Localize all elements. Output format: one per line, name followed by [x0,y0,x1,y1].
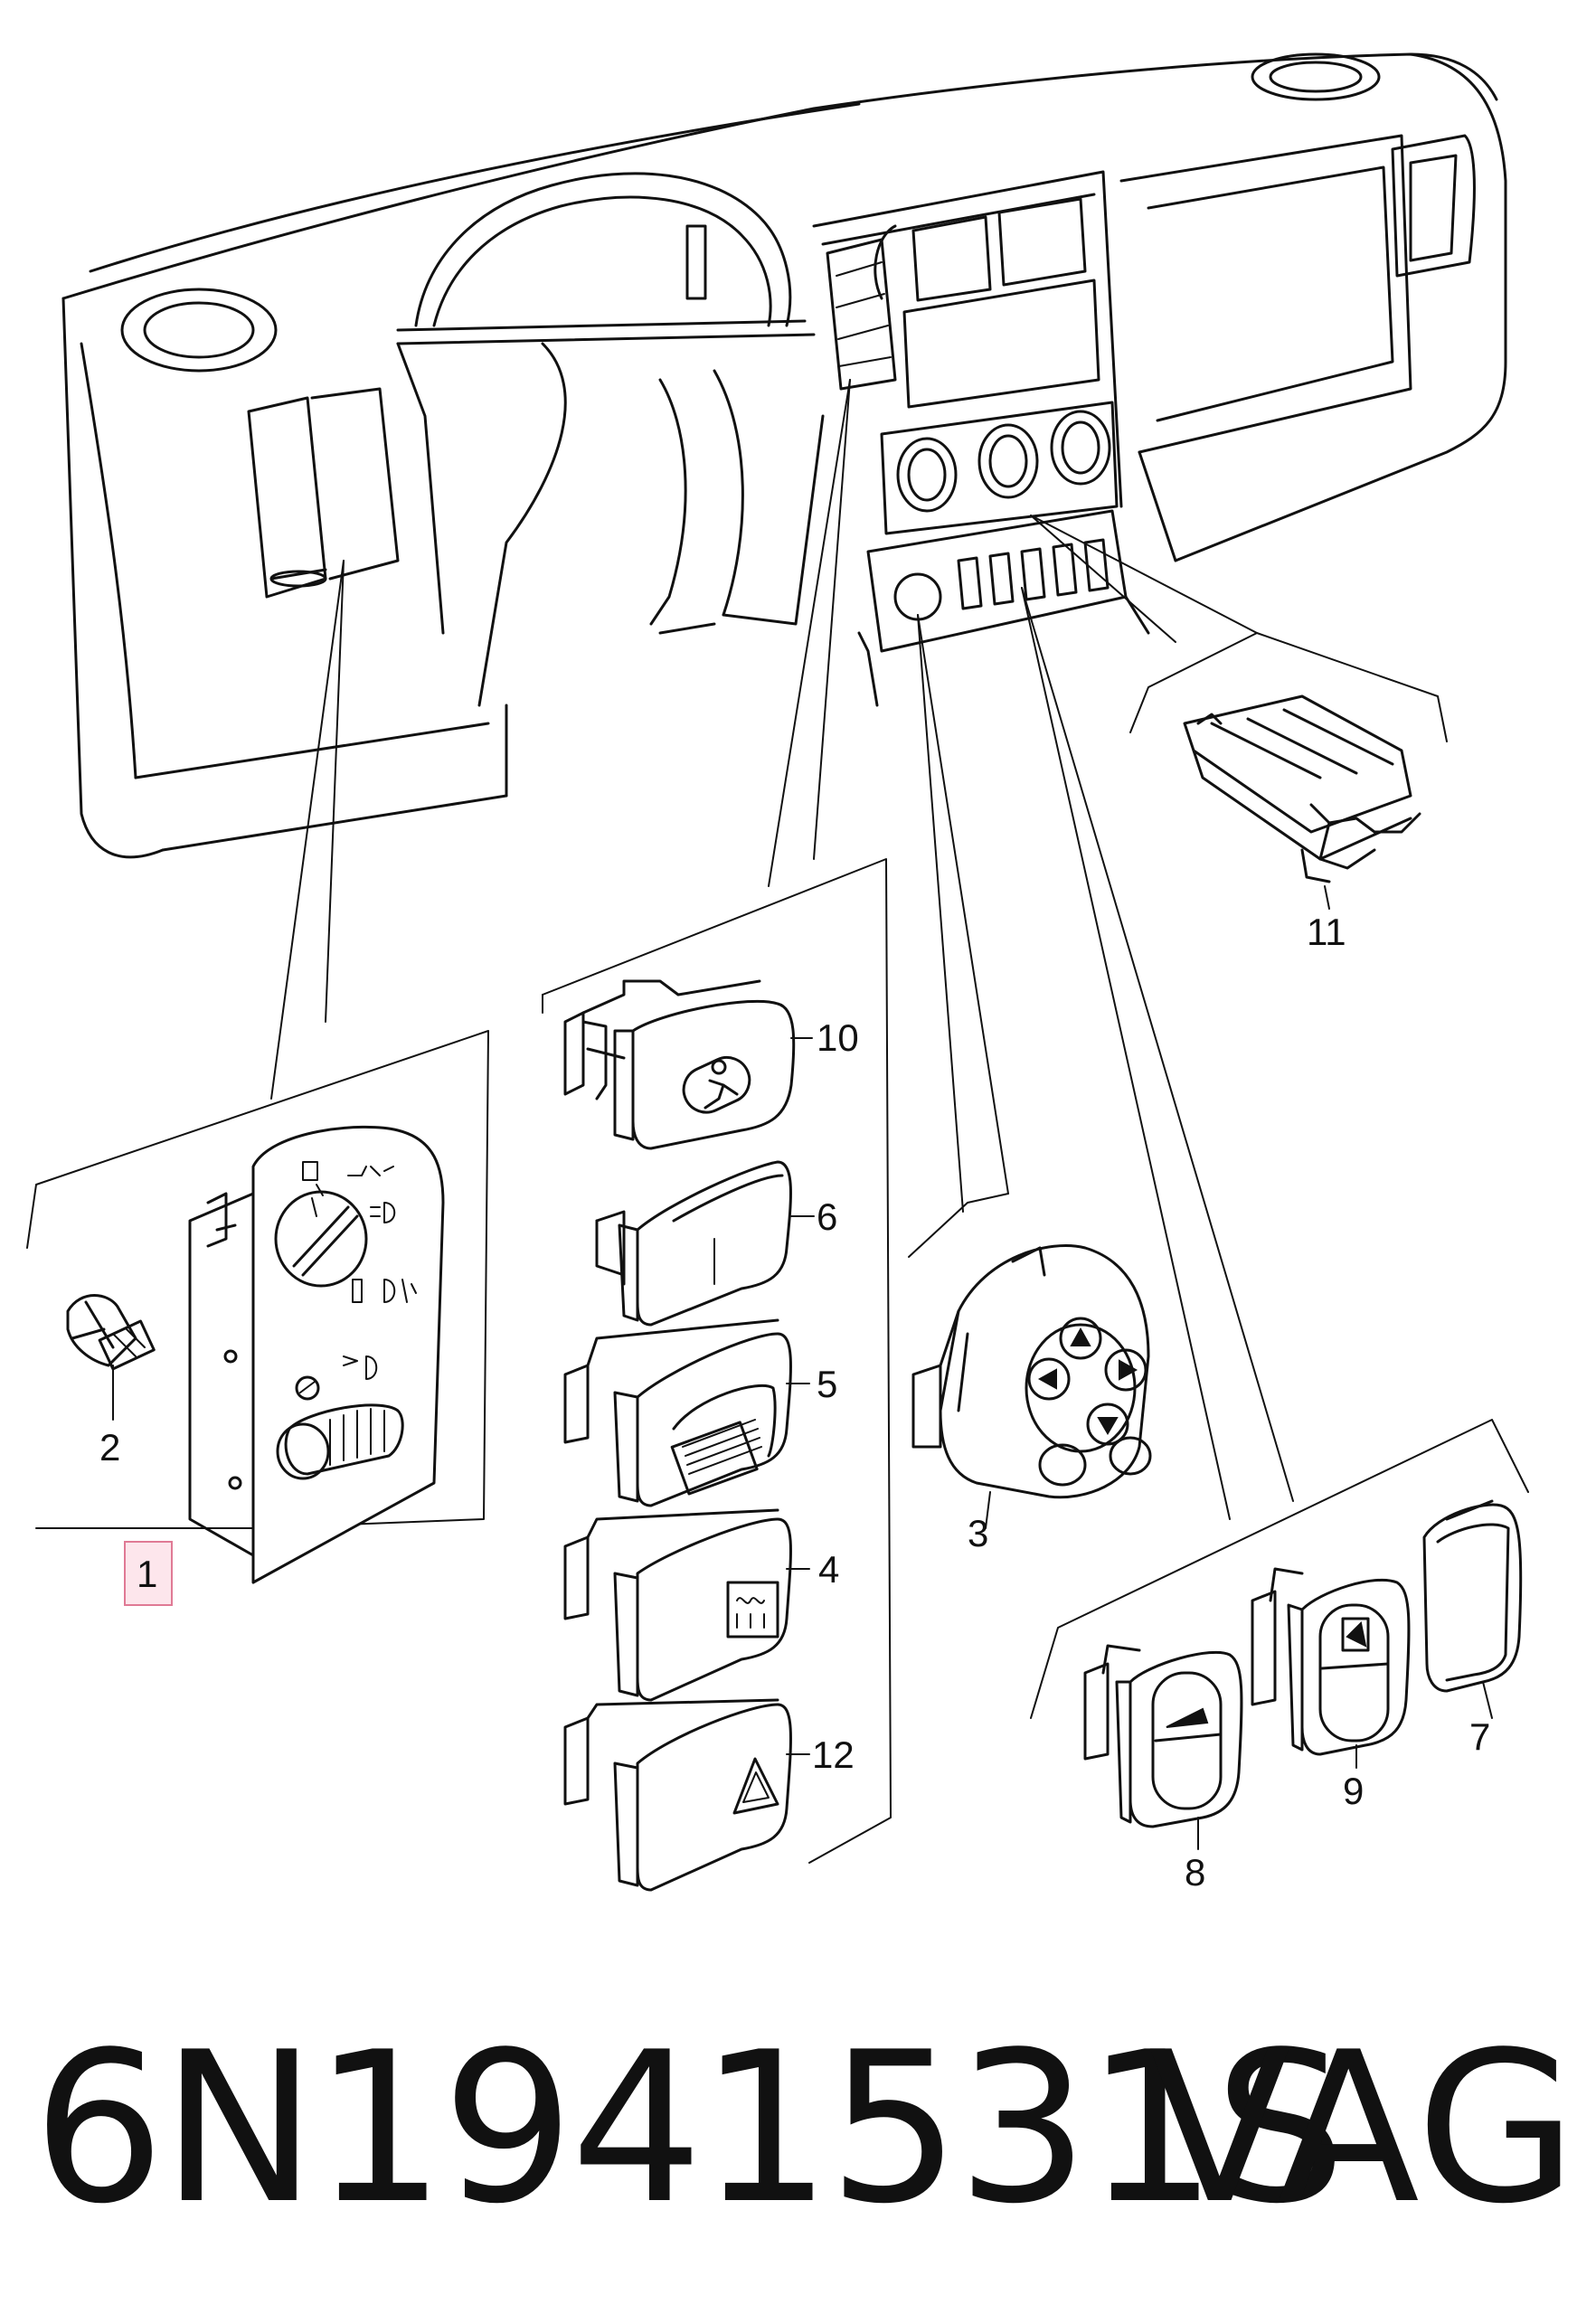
callout-5: 5 [817,1363,837,1405]
part-5-switch [563,1318,792,1507]
callout-8: 8 [1185,1851,1205,1894]
part-2-bulb [66,1294,156,1421]
part-1-headlight-switch [188,1125,445,1584]
callout-4: 4 [818,1548,839,1591]
callout-1-highlight [124,1541,173,1606]
part-7-blank-cover [1422,1499,1523,1719]
callout-11: 11 [1307,911,1346,953]
part-9-window-switch [1251,1567,1411,1769]
group-outlines [26,632,1529,1864]
part-3-mirror-switch [911,1244,1152,1529]
part-10-switch [563,979,796,1150]
callout-6: 6 [817,1195,837,1238]
callout-12: 12 [812,1733,855,1776]
callout-1: 1 [137,1553,157,1595]
callout-7: 7 [1469,1715,1490,1758]
dashboard-illustration [61,52,1507,859]
part-12-hazard-switch [563,1698,792,1892]
leader-lines [270,379,1294,1520]
callout-3: 3 [968,1512,988,1554]
part-number-caption: 6N1941531S [33,2008,1346,2250]
part-11-switch-block [1183,694,1421,910]
part-6-switch [595,1160,792,1327]
brand-caption: VAG [1148,2008,1578,2250]
part-4-switch [563,1508,792,1702]
part-8-window-switch [1083,1644,1243,1850]
callout-2: 2 [99,1426,120,1469]
callout-leaders [786,1037,815,1755]
callout-9: 9 [1343,1770,1364,1812]
callout-10: 10 [817,1016,859,1059]
